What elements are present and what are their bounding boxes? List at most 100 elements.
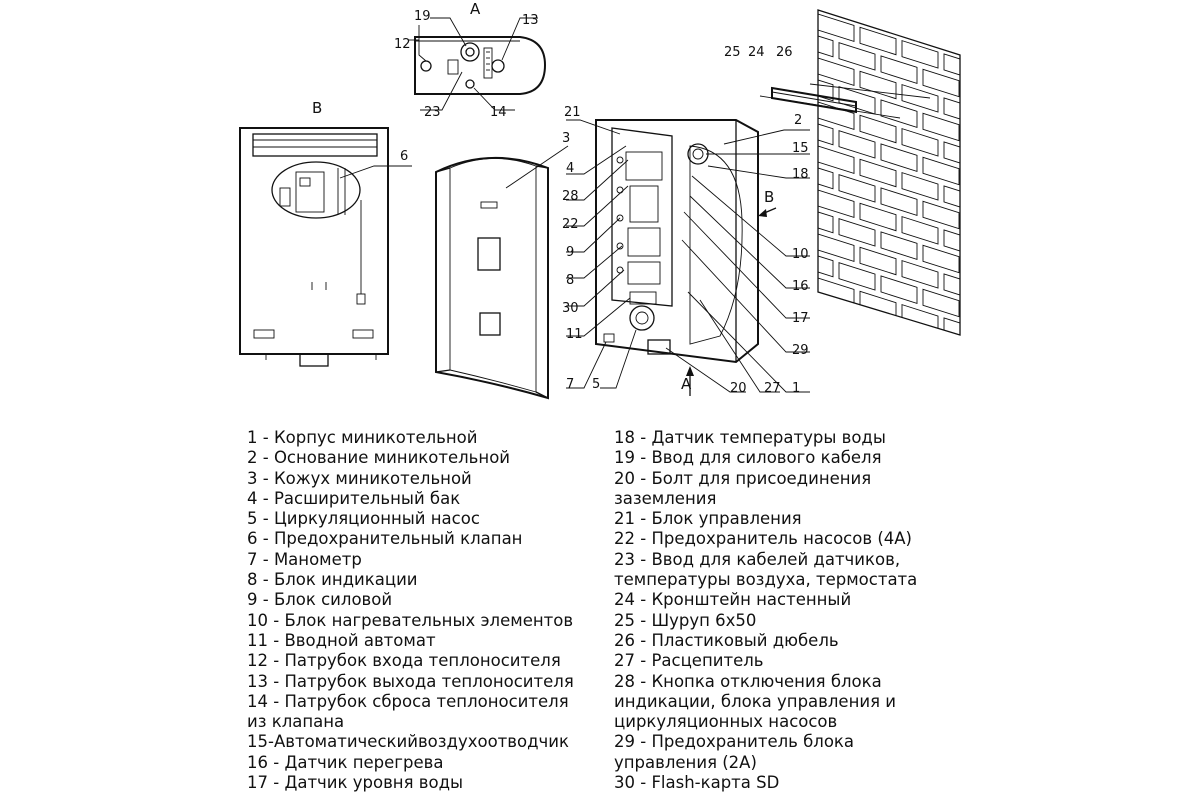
- legend-item: 3 - Кожух миникотельной: [247, 468, 472, 488]
- brick: [1007, 228, 1043, 255]
- legend-item: индикации, блока управления и: [614, 691, 896, 711]
- brick: [859, 202, 897, 232]
- brick: [901, 40, 939, 69]
- brick: [859, 114, 897, 144]
- brick: [943, 185, 960, 214]
- callout-11: 11: [566, 327, 583, 342]
- legend-item: 1 - Корпус миникотельной: [247, 428, 478, 447]
- callout-12: 12: [394, 37, 411, 52]
- brick: [922, 244, 960, 274]
- brick: [880, 187, 918, 216]
- brick: [1007, 184, 1043, 211]
- brick: [859, 70, 897, 100]
- brick: [943, 317, 960, 335]
- brick: [859, 334, 897, 335]
- callout-27: 27: [764, 381, 781, 396]
- brick: [818, 204, 834, 234]
- callout-9: 9: [566, 245, 574, 260]
- brick: [943, 273, 960, 302]
- brick: [1007, 360, 1043, 387]
- legend-item: 18 - Датчик температуры воды: [614, 428, 886, 447]
- legend-item: циркуляционных насосов: [614, 712, 838, 732]
- brick: [838, 42, 876, 71]
- view-b-marker: B: [764, 188, 774, 206]
- brick: [944, 362, 980, 389]
- legend-item: 19 - Ввод для силового кабеля: [614, 448, 882, 468]
- brick: [1007, 404, 1043, 420]
- brick: [986, 155, 1022, 182]
- brick: [901, 84, 939, 113]
- brick: [922, 156, 960, 186]
- leader-lines: [566, 119, 810, 393]
- brick-wall: [776, 1, 1043, 420]
- legend-item: 8 - Блок индикации: [247, 570, 418, 590]
- brick: [881, 364, 917, 391]
- brick: [818, 72, 834, 102]
- brick: [943, 53, 960, 82]
- callout-29: 29: [792, 343, 809, 358]
- cover-panel: [435, 145, 569, 400]
- callout-21: 21: [564, 105, 581, 120]
- brick: [880, 143, 918, 172]
- brick: [818, 28, 834, 58]
- brick: [776, 221, 812, 248]
- legend-item: 26 - Пластиковый дюбель: [614, 630, 839, 650]
- brick: [1007, 316, 1043, 343]
- legend-item: 25 - Шуруп 6х50: [614, 610, 757, 630]
- view-arrows: [686, 207, 777, 396]
- brick: [922, 332, 960, 335]
- brick: [880, 55, 918, 84]
- brick: [1007, 272, 1043, 299]
- legend-item: 27 - Расцепитель: [614, 651, 764, 671]
- brick: [1007, 96, 1043, 123]
- view-a-title: A: [470, 0, 481, 18]
- callout-23: 23: [424, 105, 441, 120]
- legend-item: 28 - Кнопка отключения блока: [614, 671, 882, 691]
- brick: [902, 349, 938, 376]
- brick: [943, 97, 960, 126]
- view-a-marker: A: [681, 375, 692, 393]
- brick: [859, 158, 897, 188]
- brick: [901, 216, 939, 245]
- legend-item: 15-Автоматическийвоздухоотводчик: [247, 732, 569, 752]
- brick: [818, 248, 834, 278]
- brick: [880, 275, 918, 304]
- brick: [965, 347, 1001, 374]
- legend-item: 10 - Блок нагревательных элементов: [247, 610, 574, 630]
- legend-item: 17 - Датчик уровня воды: [247, 773, 464, 793]
- legend-item: 29 - Предохранитель блока: [614, 732, 855, 752]
- brick: [943, 141, 960, 170]
- brick: [986, 67, 1022, 94]
- brick: [986, 287, 1022, 314]
- brick: [838, 306, 876, 335]
- brick: [818, 321, 855, 335]
- brick: [818, 189, 855, 219]
- brick: [859, 26, 897, 56]
- legend-item: 5 - Циркуляционный насос: [247, 509, 480, 529]
- legend-item: 9 - Блок силовой: [247, 590, 393, 610]
- brick: [965, 127, 1001, 154]
- brick: [922, 68, 960, 98]
- callout-20: 20: [730, 381, 747, 396]
- legend-item: из клапана: [247, 712, 345, 732]
- callout-16: 16: [792, 279, 809, 294]
- brick: [986, 111, 1022, 138]
- brick: [922, 200, 960, 230]
- callout-28: 28: [562, 189, 579, 204]
- callout-1: 1: [792, 381, 800, 396]
- brick: [965, 391, 1001, 418]
- brick: [818, 116, 834, 146]
- callout-24: 24: [748, 45, 765, 60]
- brick: [838, 262, 876, 291]
- legend-item: заземления: [614, 488, 717, 508]
- brick: [839, 351, 875, 378]
- brick: [880, 99, 918, 128]
- view-b-back: [239, 127, 412, 367]
- brick: [838, 218, 876, 247]
- legend-item: температуры воздуха, термостата: [614, 570, 918, 590]
- callout-10: 10: [792, 247, 809, 262]
- brick: [965, 83, 1001, 110]
- brick: [776, 1, 812, 28]
- brick: [965, 259, 1001, 286]
